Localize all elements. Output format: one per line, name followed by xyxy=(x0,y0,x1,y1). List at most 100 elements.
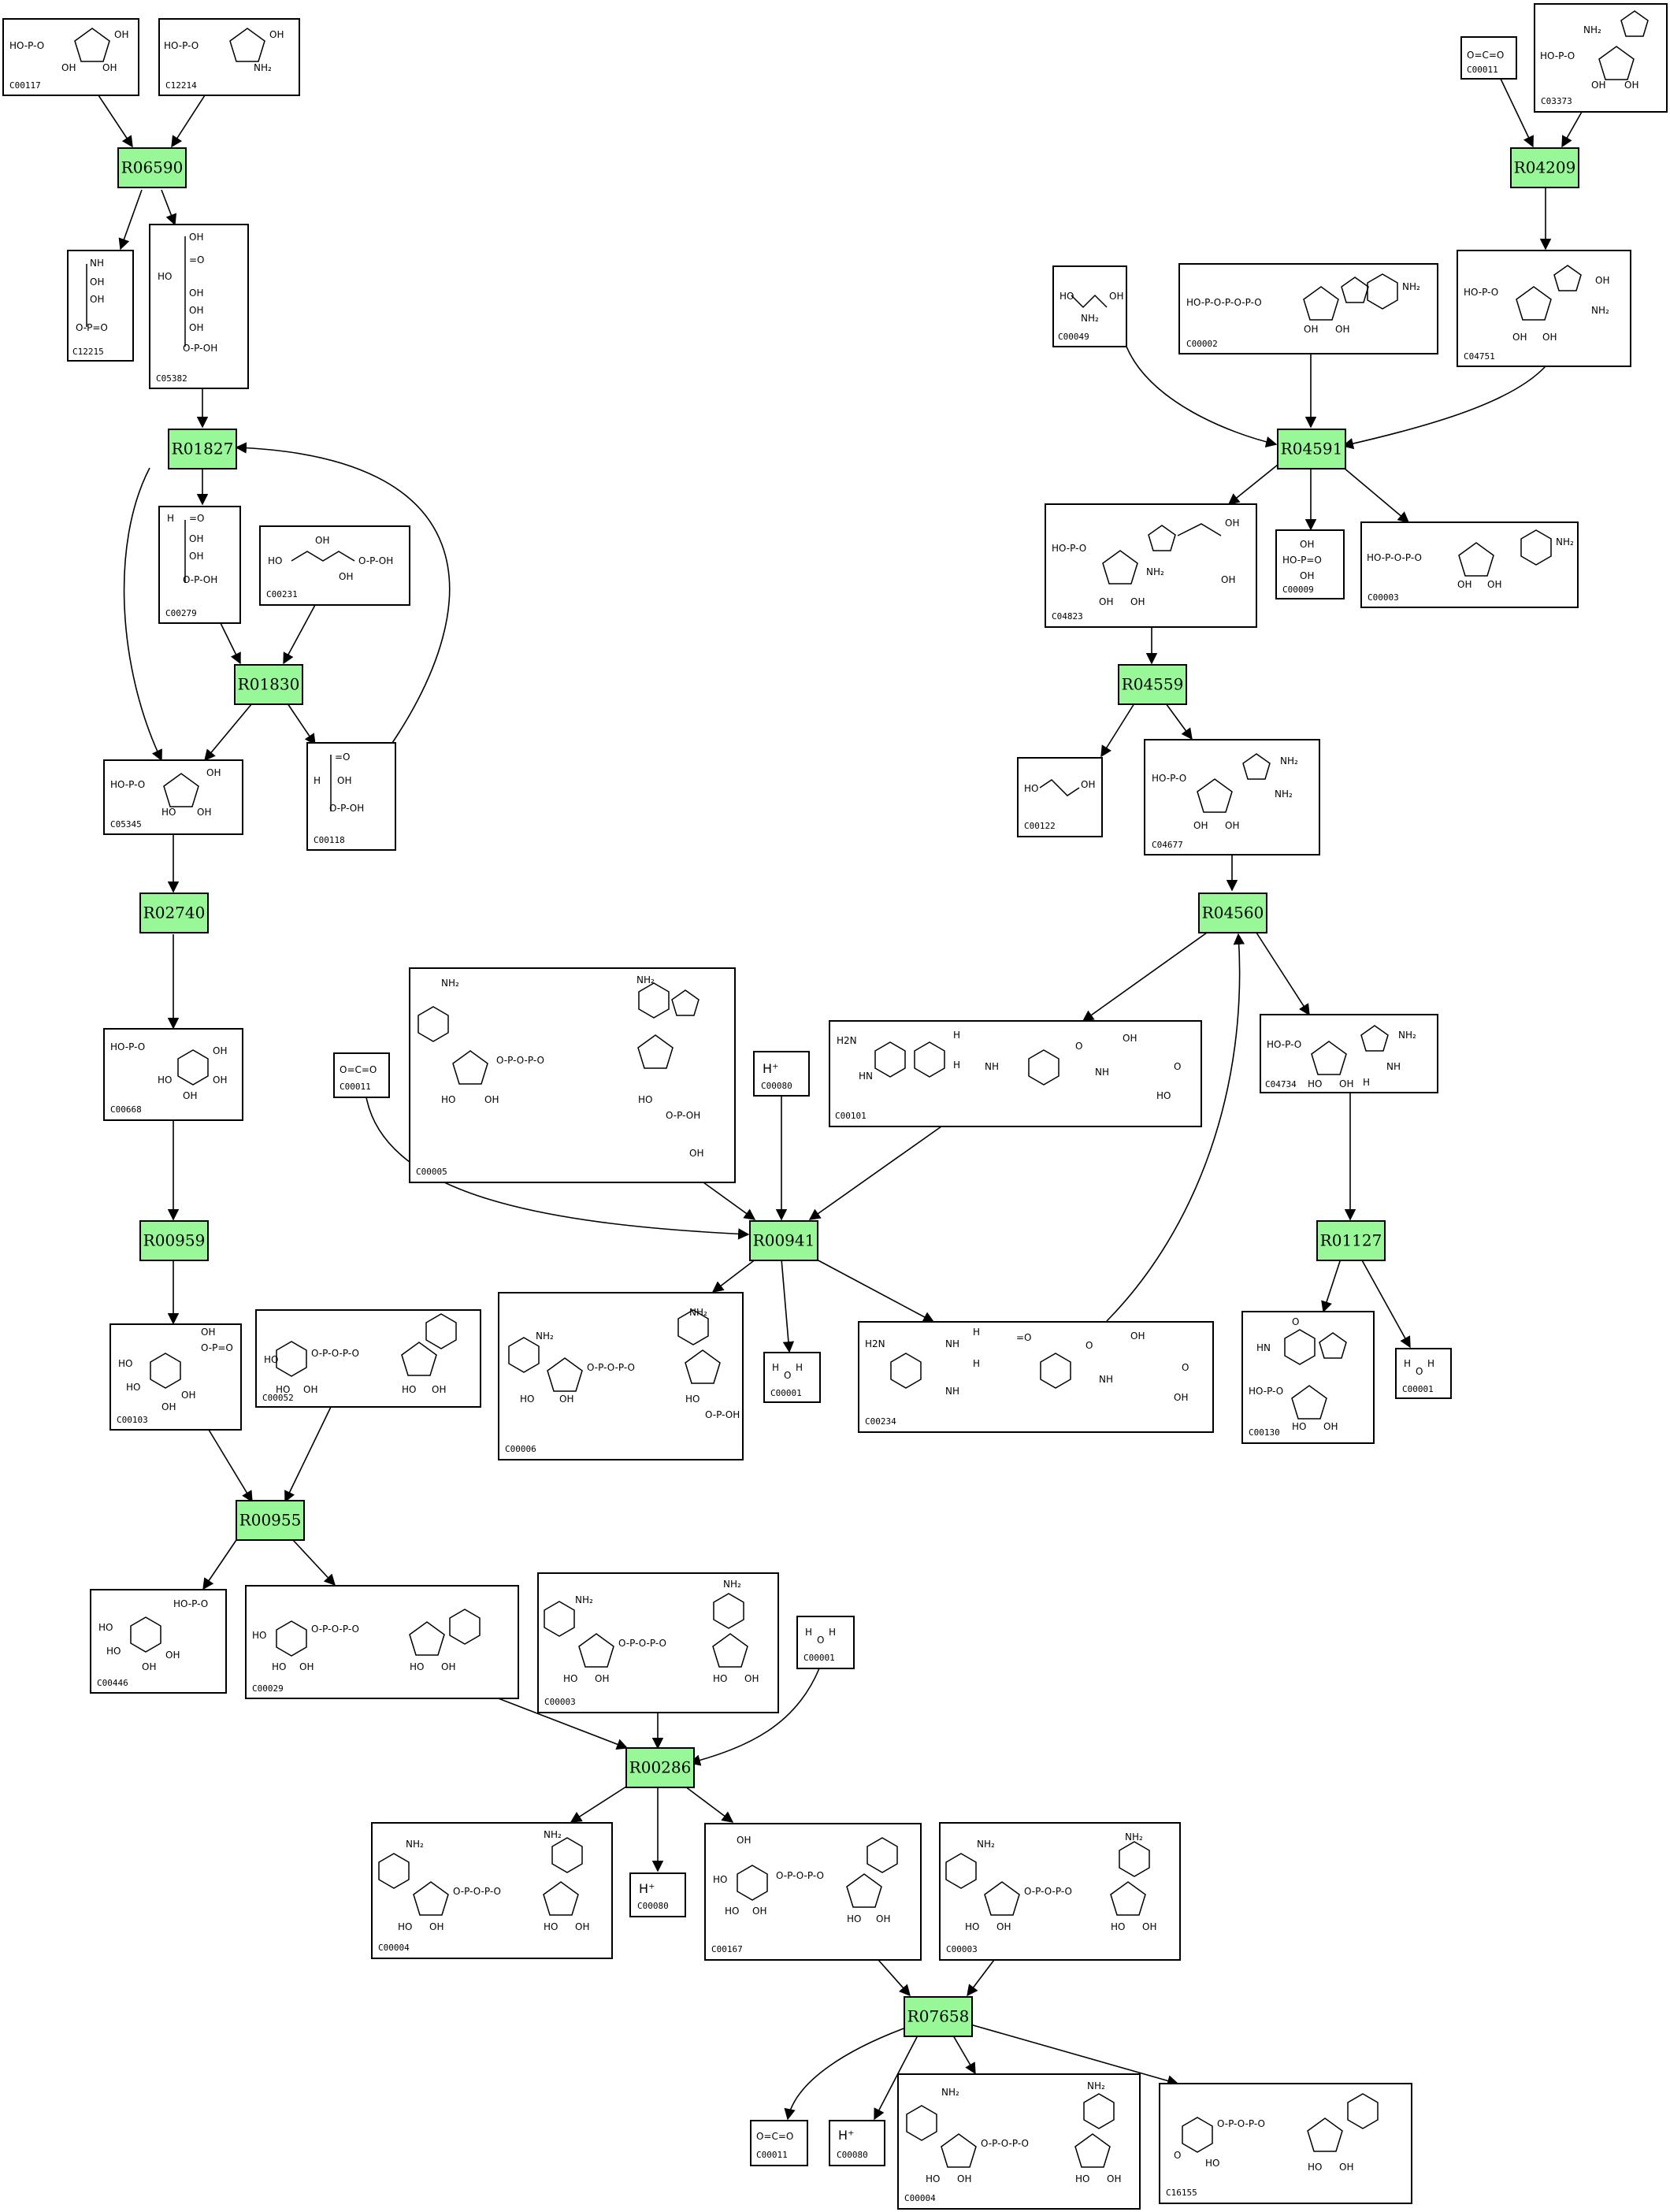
compound-label: C00006 xyxy=(505,1444,536,1454)
svg-text:H: H xyxy=(829,1627,836,1638)
svg-text:OH: OH xyxy=(90,276,104,288)
svg-text:H: H xyxy=(1404,1358,1411,1369)
svg-text:OH: OH xyxy=(1304,324,1318,335)
compound-node[interactable]: O-P-O-P-O O HO HO OH C16155 xyxy=(1159,2083,1412,2204)
compound-node[interactable]: HO OH NH₂ C00049 xyxy=(1052,265,1127,347)
compound-node[interactable]: NH₂ O-P-O-P-O NH₂ HO OH HO O-P-OH C00006 xyxy=(498,1292,744,1460)
compound-node[interactable]: =O H OH O-P-OH C00118 xyxy=(306,742,396,851)
compound-node[interactable]: NH₂ O-P-O-P-O NH₂ HO OH HO OH C00004 xyxy=(371,1822,613,1959)
reaction-node[interactable]: R00955 xyxy=(236,1500,305,1541)
svg-text:OH: OH xyxy=(165,1650,180,1661)
reaction-node[interactable]: R04591 xyxy=(1277,429,1346,469)
reaction-node[interactable]: R04560 xyxy=(1198,893,1267,933)
svg-text:OH: OH xyxy=(161,1401,176,1412)
svg-text:O-P-OH: O-P-OH xyxy=(183,343,217,354)
compound-node[interactable]: HO-P-O OH OH OH C00117 xyxy=(2,18,139,96)
svg-text:H2N: H2N xyxy=(837,1035,857,1046)
compound-label: C00080 xyxy=(761,1081,792,1091)
compound-label: C00130 xyxy=(1249,1427,1280,1438)
compound-node[interactable]: HO-P-O NH₂ NH₂ OH OH C04677 xyxy=(1144,739,1320,855)
svg-text:HO: HO xyxy=(638,1094,652,1105)
reaction-node[interactable]: R07658 xyxy=(904,1996,973,2037)
compound-node[interactable]: NH₂ O-P-O-P-O NH₂ HO OH HO O-P-OH OH C00… xyxy=(409,967,736,1183)
compound-node[interactable]: NH OH OH O-P=O C12215 xyxy=(67,250,134,362)
svg-text:NH: NH xyxy=(1095,1067,1109,1078)
compound-node[interactable]: NH₂ O-P-O-P-O NH₂ HO OH HO OH C00003 xyxy=(939,1822,1181,1961)
compound-node[interactable]: H =O OH OH O-P-OH C00279 xyxy=(158,506,241,624)
svg-text:OH: OH xyxy=(559,1394,573,1405)
svg-text:OH: OH xyxy=(744,1673,759,1684)
molecule-structure: H⁺ xyxy=(763,1061,778,1076)
compound-node[interactable]: O=C=O C00011 xyxy=(750,2120,808,2166)
compound-node[interactable]: H⁺ C00080 xyxy=(753,1051,810,1097)
compound-node[interactable]: H O H C00001 xyxy=(1395,1348,1452,1399)
compound-node[interactable]: O=C=O C00011 xyxy=(1460,36,1517,80)
molecule-structure: O-P=O OH HO HO OH OH xyxy=(118,1327,233,1412)
compound-node[interactable]: HO-P-O OH OH NH₂ OH OH C04823 xyxy=(1045,503,1257,628)
svg-text:OH: OH xyxy=(189,551,203,562)
svg-text:O-P=O: O-P=O xyxy=(76,322,108,333)
compound-node[interactable]: HO-P-O OH OH HO OH C00668 xyxy=(103,1028,243,1121)
compound-node[interactable]: H O H C00001 xyxy=(796,1616,855,1669)
reaction-node[interactable]: R00959 xyxy=(139,1220,209,1261)
svg-text:OH: OH xyxy=(1193,820,1208,831)
compound-node[interactable]: H2N HN H H NH O NH OH O HO C00101 xyxy=(829,1020,1202,1127)
compound-node[interactable]: NH₂ O-P-O-P-O NH₂ HO OH HO OH C00004 xyxy=(897,2073,1141,2210)
svg-text:OH: OH xyxy=(1109,291,1123,302)
svg-text:OH: OH xyxy=(1457,579,1471,590)
compound-node[interactable]: HO OH C00122 xyxy=(1017,757,1103,837)
compound-label: C00001 xyxy=(803,1653,835,1663)
molecule-structure: NH₂ O-P-O-P-O NH₂ HO OH HO OH xyxy=(544,1579,759,1684)
compound-node[interactable]: HO-P-O OH NH₂ OH OH C04751 xyxy=(1457,250,1631,367)
svg-text:NH: NH xyxy=(1386,1061,1401,1072)
svg-text:HO: HO xyxy=(713,1673,727,1684)
reaction-node[interactable]: R01827 xyxy=(168,429,237,469)
reaction-node[interactable]: R00286 xyxy=(625,1747,695,1788)
reaction-node[interactable]: R04209 xyxy=(1510,147,1579,188)
compound-node[interactable]: O-P-O-P-O HO HO OH HO OH C00052 xyxy=(255,1309,481,1408)
compound-node[interactable]: H⁺ C00080 xyxy=(829,2120,885,2166)
svg-text:OH: OH xyxy=(1221,574,1235,585)
compound-node[interactable]: NH₂ O-P-O-P-O NH₂ HO OH HO OH C00003 xyxy=(537,1572,779,1713)
compound-label: C00002 xyxy=(1186,339,1218,349)
svg-text:HO-P-O: HO-P-O xyxy=(1464,287,1498,298)
svg-text:OH: OH xyxy=(441,1661,455,1672)
compound-node[interactable]: HO-P-O HO HO OH OH C00446 xyxy=(90,1589,227,1694)
reaction-node[interactable]: R01830 xyxy=(234,664,303,705)
compound-node[interactable]: HO-P-O OH HO OH C05345 xyxy=(103,759,243,835)
compound-node[interactable]: O HN HO-P-O HO OH C00130 xyxy=(1241,1311,1375,1444)
svg-text:OH: OH xyxy=(213,1074,227,1086)
reaction-node[interactable]: R01127 xyxy=(1316,1220,1386,1261)
compound-node[interactable]: OH HO-P=O OH C00009 xyxy=(1275,529,1345,599)
reaction-node[interactable]: R02740 xyxy=(139,893,209,933)
svg-text:OH: OH xyxy=(1130,596,1145,607)
svg-text:OH: OH xyxy=(1487,579,1501,590)
svg-text:NH₂: NH₂ xyxy=(536,1331,554,1342)
reaction-node[interactable]: R06590 xyxy=(117,147,187,188)
compound-node[interactable]: O-P-O-P-O HO HO OH HO OH C00029 xyxy=(245,1585,519,1699)
svg-text:OH: OH xyxy=(102,62,117,73)
svg-text:OH: OH xyxy=(575,1921,589,1932)
compound-node[interactable]: O=C=O C00011 xyxy=(333,1052,390,1098)
compound-node[interactable]: OH =O HO OH OH OH O-P-OH C05382 xyxy=(149,224,249,389)
molecule-structure: H2N HN H H NH O NH OH O HO xyxy=(837,1030,1181,1101)
compound-node[interactable]: HO-P-O-P-O-P-O NH₂ OH OH C00002 xyxy=(1178,263,1438,354)
svg-text:OH: OH xyxy=(1624,80,1638,91)
compound-node[interactable]: HO-P-O-P-O NH₂ OH OH C00003 xyxy=(1360,521,1579,608)
svg-text:O-P=O: O-P=O xyxy=(201,1342,233,1353)
reaction-node[interactable]: R04559 xyxy=(1118,664,1187,705)
svg-text:HO: HO xyxy=(158,1074,172,1086)
compound-node[interactable]: HO OH OH O-P-OH C00231 xyxy=(259,525,410,606)
compound-node[interactable]: H⁺ C00080 xyxy=(629,1872,686,1917)
molecule-structure: HO-P-O NH₂ NH₂ OH OH xyxy=(1152,753,1298,831)
compound-node[interactable]: HO-P-O OH NH₂ C12214 xyxy=(158,18,300,96)
svg-text:O-P-O-P-O: O-P-O-P-O xyxy=(587,1362,635,1373)
reaction-node[interactable]: R00941 xyxy=(749,1220,818,1261)
compound-node[interactable]: OH O-P-O-P-O HO HO OH HO OH C00167 xyxy=(704,1823,922,1961)
svg-text:OH: OH xyxy=(1512,332,1527,343)
compound-node[interactable]: H O H C00001 xyxy=(763,1352,821,1403)
compound-node[interactable]: O-P=O OH HO HO OH OH C00103 xyxy=(109,1323,242,1431)
compound-node[interactable]: H2N NH H H NH =O O NH OH O OH C00234 xyxy=(858,1321,1214,1433)
compound-node[interactable]: HO-P-O NH₂ OH OH C03373 xyxy=(1534,3,1668,113)
compound-node[interactable]: HO-P-O NH₂ NH H HO OH C04734 xyxy=(1260,1014,1438,1093)
